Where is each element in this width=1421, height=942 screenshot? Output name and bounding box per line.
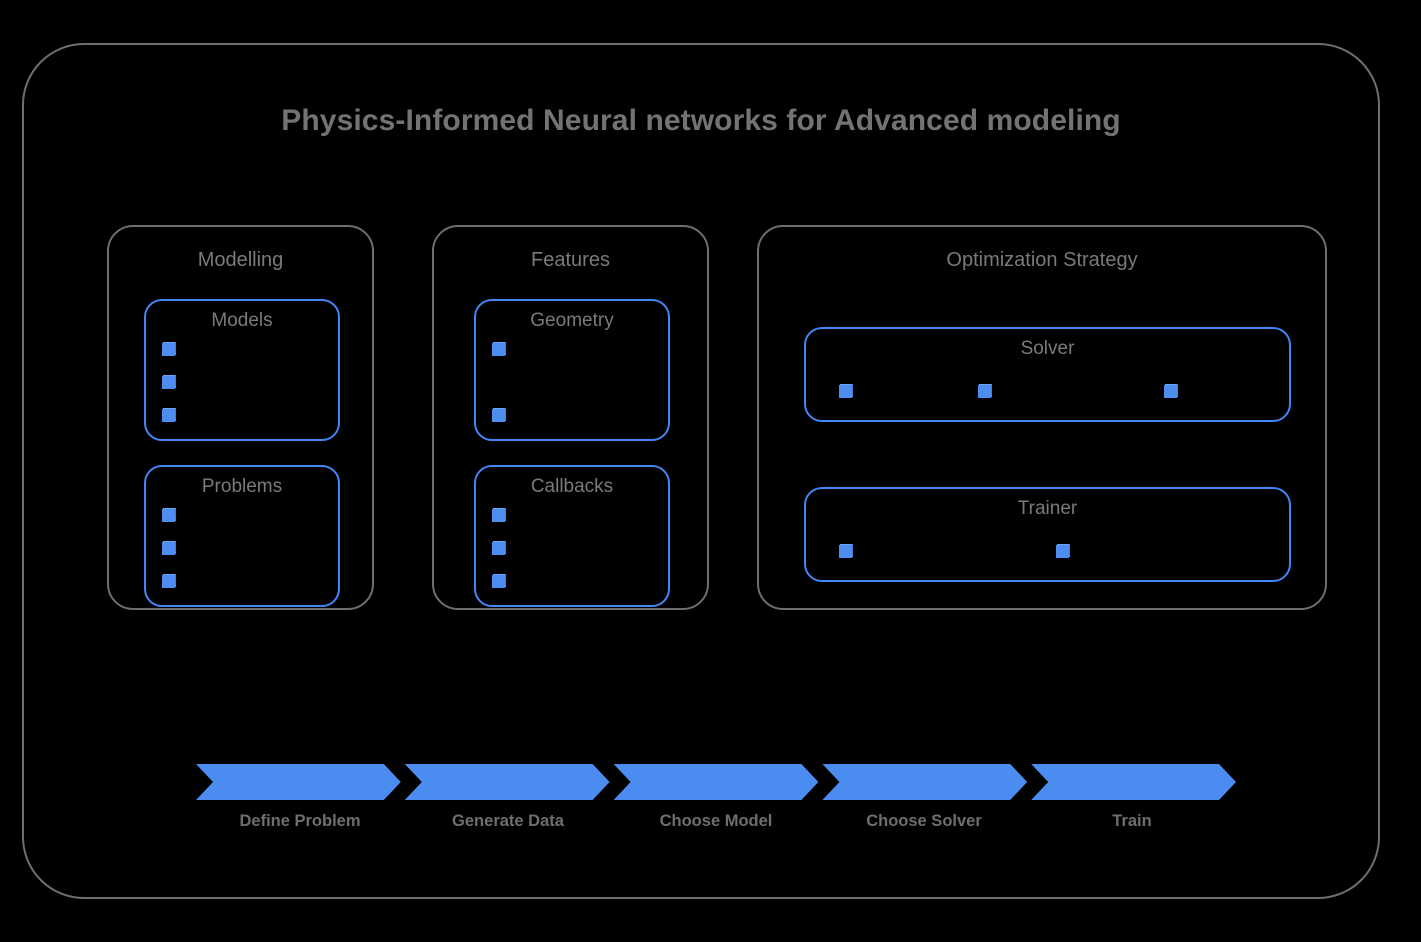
card-models[interactable]: Models	[144, 299, 340, 441]
cube-icon	[1056, 544, 1069, 558]
group-features: Features Geometry Callbacks	[432, 225, 709, 610]
cube-icon	[492, 541, 505, 555]
process-chevron-choose-model[interactable]	[614, 764, 819, 800]
process-label-generate-data: Generate Data	[452, 812, 564, 830]
process-chevron-generate-data[interactable]	[405, 764, 610, 800]
group-title-modelling: Modelling	[197, 249, 284, 271]
card-title-geometry: Geometry	[530, 310, 614, 331]
card-title-problems: Problems	[201, 476, 283, 497]
process-chevron-track	[196, 764, 1236, 800]
process-label-row: Define Problem Generate Data Choose Mode…	[196, 812, 1236, 831]
cube-icon	[492, 408, 505, 422]
diagram-outer-container: Physics-Informed Neural networks for Adv…	[22, 43, 1380, 899]
cube-icon	[978, 384, 991, 398]
process-label-choose-solver: Choose Solver	[866, 812, 982, 830]
cube-icon	[1164, 384, 1177, 398]
trainer-item-list	[806, 544, 1289, 561]
card-solver[interactable]: Solver	[804, 327, 1291, 422]
card-title-trainer: Trainer	[1017, 498, 1078, 519]
cube-icon	[162, 574, 175, 588]
card-geometry[interactable]: Geometry	[474, 299, 670, 441]
card-callbacks[interactable]: Callbacks	[474, 465, 670, 607]
process-flow: Define Problem Generate Data Choose Mode…	[196, 764, 1236, 859]
process-chevron-define-problem[interactable]	[196, 764, 401, 800]
card-problems[interactable]: Problems	[144, 465, 340, 607]
group-title-features: Features	[531, 249, 610, 271]
card-title-solver: Solver	[1020, 338, 1075, 359]
cube-icon	[162, 541, 175, 555]
card-title-callbacks: Callbacks	[530, 476, 614, 497]
cube-icon	[162, 508, 175, 522]
card-title-models: Models	[211, 310, 273, 331]
cube-icon	[162, 342, 175, 356]
cube-icon	[162, 408, 175, 422]
process-chevron-choose-solver[interactable]	[822, 764, 1027, 800]
groups-row: Modelling Models Problems Feat	[84, 225, 1327, 610]
cube-icon	[492, 342, 505, 356]
page-title: Physics-Informed Neural networks for Adv…	[281, 104, 1121, 137]
process-label-choose-model: Choose Model	[659, 812, 773, 830]
process-label-train: Train	[1112, 812, 1152, 830]
process-chevron-train[interactable]	[1031, 764, 1236, 800]
group-title-optimization-strategy: Optimization Strategy	[946, 249, 1138, 271]
cube-icon	[162, 375, 175, 389]
solver-item-list	[806, 384, 1289, 401]
cube-icon	[492, 574, 505, 588]
cube-icon	[839, 544, 852, 558]
group-modelling: Modelling Models Problems	[107, 225, 374, 610]
process-label-define-problem: Define Problem	[239, 812, 361, 830]
card-trainer[interactable]: Trainer	[804, 487, 1291, 582]
group-optimization-strategy: Optimization Strategy Solver Trainer	[757, 225, 1327, 610]
cube-icon	[839, 384, 852, 398]
cube-icon	[492, 508, 505, 522]
